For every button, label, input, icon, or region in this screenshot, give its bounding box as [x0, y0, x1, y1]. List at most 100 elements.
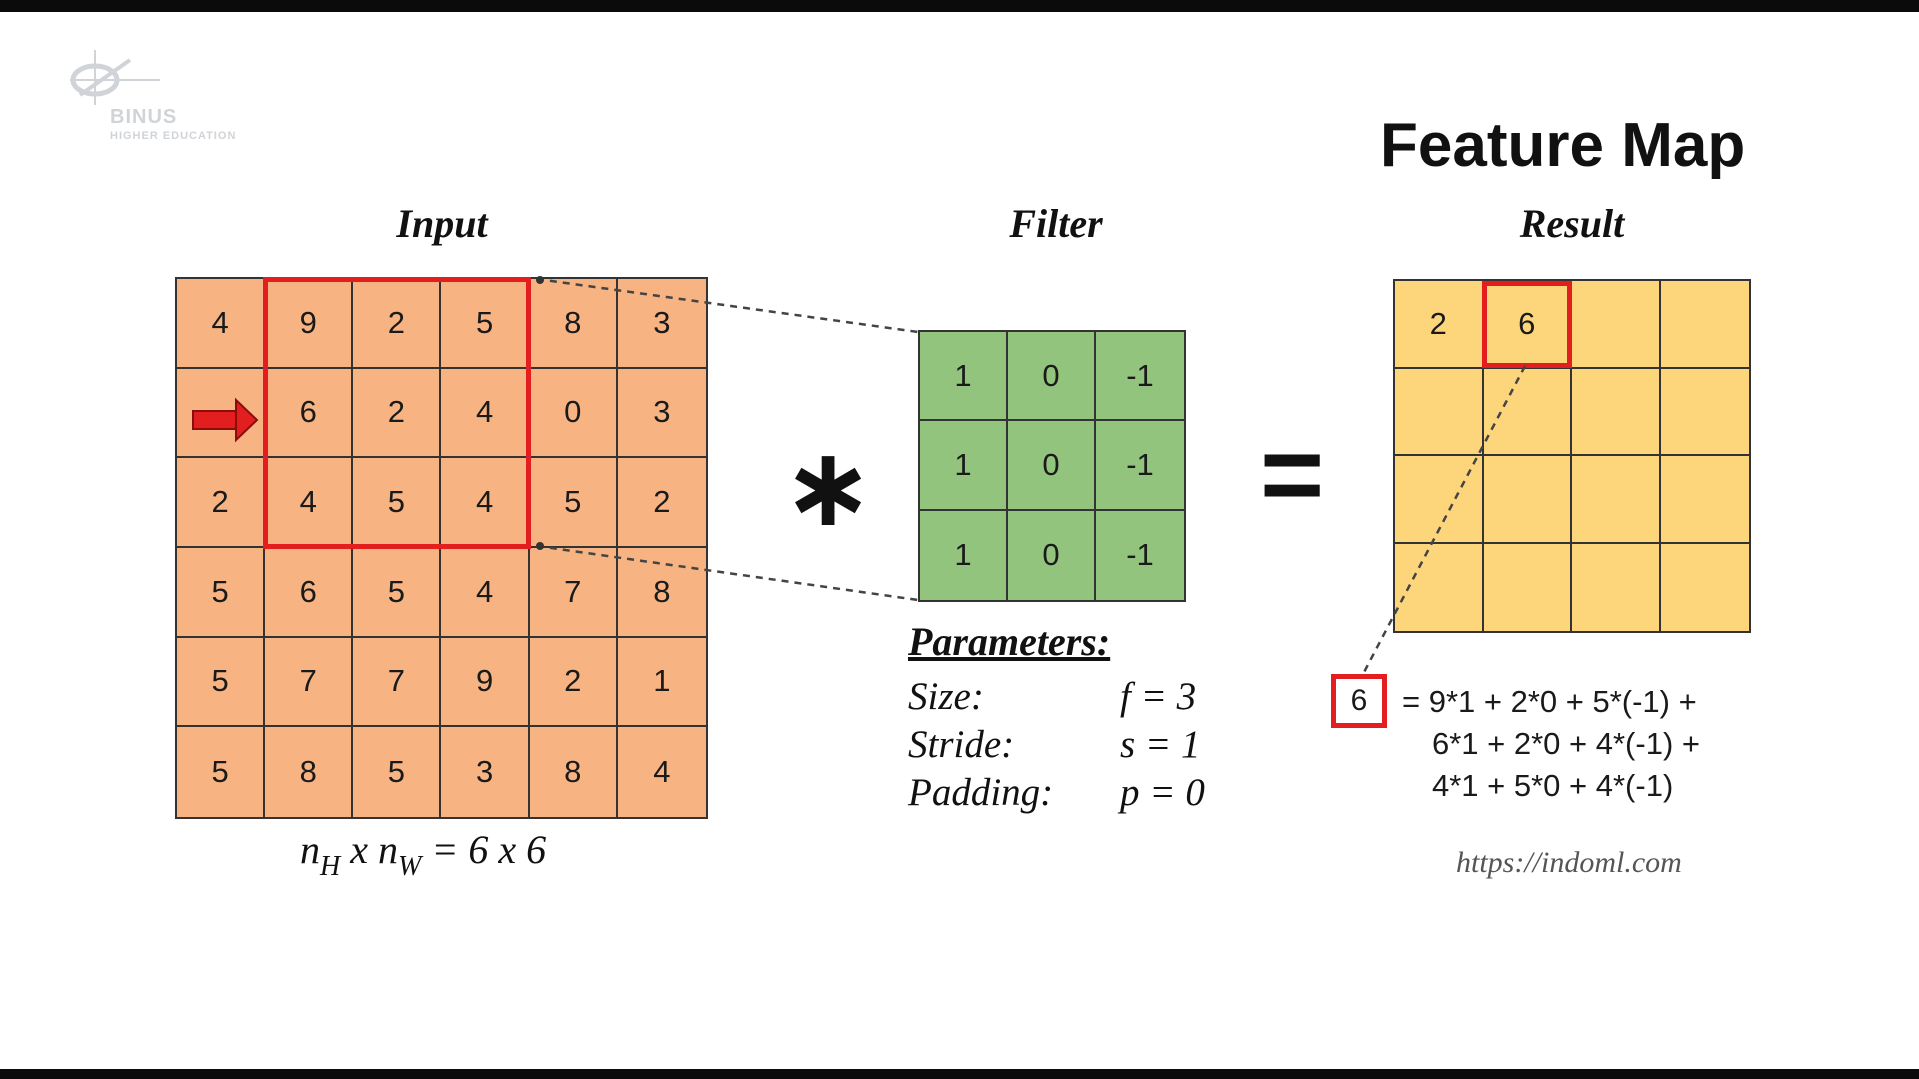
input-cell: 5: [353, 727, 442, 817]
input-cell: 4: [441, 458, 530, 548]
filter-cell: -1: [1096, 421, 1184, 511]
input-cell: 2: [353, 279, 442, 369]
result-cell: 6: [1483, 281, 1572, 369]
calculation-line-2: 6*1 + 2*0 + 4*(-1) +: [1432, 726, 1700, 761]
input-cell: 4: [265, 458, 354, 548]
equals-operator: =: [1260, 413, 1325, 536]
input-cell: 1: [617, 637, 706, 728]
logo-subtitle: HIGHER EDUCATION: [110, 130, 237, 142]
input-cell: 5: [177, 547, 266, 638]
filter-cell: 1: [920, 421, 1008, 511]
input-cell: 4: [441, 368, 530, 459]
filter-cell: 0: [1008, 421, 1096, 511]
input-dimensions: nH x nW = 6 x 6: [300, 826, 546, 883]
result-cell: [1572, 543, 1661, 631]
receptive-field-highlight: [263, 277, 531, 549]
logo-emblem-icon: [70, 50, 160, 105]
input-cell: 5: [177, 637, 266, 728]
input-cell: 3: [617, 368, 706, 459]
convolution-operator: ∗: [782, 423, 875, 551]
input-cell: 8: [265, 727, 354, 817]
result-label: Result: [1519, 201, 1625, 246]
result-cell: [1572, 456, 1661, 544]
filter-cell: -1: [1096, 510, 1184, 600]
calculation-result-box: 6: [1331, 674, 1387, 728]
input-cell: 4: [177, 279, 266, 369]
right-arrow-icon: [192, 397, 259, 443]
input-cell: 2: [353, 368, 442, 459]
input-cell: 0: [529, 368, 618, 459]
param-padding: Padding: p = 0: [908, 769, 1205, 817]
input-cell: 5: [177, 727, 266, 817]
result-cell: [1660, 281, 1749, 369]
result-cell: [1660, 543, 1749, 631]
calculation-line-1: = 9*1 + 2*0 + 5*(-1) +: [1402, 684, 1697, 719]
bottom-connector-dot: [536, 542, 544, 550]
result-cell: [1660, 456, 1749, 544]
binus-logo: BINUS HIGHER EDUCATION: [60, 50, 280, 150]
top-letterbox-bar: [0, 0, 1919, 12]
result-cell: [1483, 368, 1572, 456]
dim-value: = 6 x 6: [421, 827, 547, 872]
param-size-value: f = 3: [1120, 675, 1197, 718]
input-cell: 6: [265, 547, 354, 638]
input-cell: 8: [529, 279, 618, 369]
current-output-highlight: [1482, 281, 1572, 368]
input-cell: 7: [529, 547, 618, 638]
param-padding-name: Padding:: [908, 771, 1054, 814]
input-cell: 7: [265, 637, 354, 728]
input-cell: 8: [617, 547, 706, 638]
result-cell: [1572, 281, 1661, 369]
result-cell: [1483, 456, 1572, 544]
input-cell: 2: [529, 637, 618, 728]
filter-cell: 0: [1008, 332, 1096, 422]
page-title: Feature Map: [1380, 111, 1746, 180]
dim-h-subscript: H: [320, 851, 341, 882]
param-size: Size: f = 3: [908, 673, 1205, 721]
input-cell: 5: [353, 547, 442, 638]
param-stride: Stride: s = 1: [908, 721, 1205, 769]
input-cell: 7: [353, 637, 442, 728]
result-cell: 2: [1395, 281, 1484, 369]
top-connector-dot: [536, 276, 544, 284]
filter-cell: 1: [920, 332, 1008, 422]
param-padding-value: p = 0: [1120, 771, 1205, 814]
input-cell: 4: [617, 727, 706, 817]
calculation-line-3: 4*1 + 5*0 + 4*(-1): [1432, 768, 1674, 803]
dim-w-subscript: W: [398, 851, 422, 882]
filter-cell: 0: [1008, 510, 1096, 600]
result-cell: [1483, 543, 1572, 631]
input-cell: 6: [265, 368, 354, 459]
dim-x: x: [340, 827, 378, 872]
input-cell: 9: [441, 637, 530, 728]
input-cell: 9: [265, 279, 354, 369]
filter-cell: -1: [1096, 332, 1184, 422]
input-cell: 2: [617, 458, 706, 548]
param-stride-value: s = 1: [1120, 723, 1201, 766]
result-connector-line: [1360, 365, 1527, 677]
input-cell: 3: [441, 727, 530, 817]
param-size-name: Size:: [908, 675, 984, 718]
parameters-title: Parameters:: [908, 619, 1111, 664]
input-cell: 3: [617, 279, 706, 369]
input-cell: 5: [441, 279, 530, 369]
logo-name: BINUS: [110, 106, 178, 128]
bottom-letterbox-bar: [0, 1069, 1919, 1079]
top-connector-line: [536, 277, 919, 334]
result-cell: [1660, 368, 1749, 456]
input-cell: 4: [441, 547, 530, 638]
input-cell: 5: [529, 458, 618, 548]
filter-label: Filter: [1009, 201, 1103, 246]
dim-n2: n: [378, 827, 398, 872]
filter-cell: 1: [920, 510, 1008, 600]
input-label: Input: [396, 201, 488, 246]
bottom-connector-line: [536, 544, 919, 602]
input-cell: 5: [353, 458, 442, 548]
result-cell: [1572, 368, 1661, 456]
input-cell: 8: [529, 727, 618, 817]
param-stride-name: Stride:: [908, 723, 1015, 766]
